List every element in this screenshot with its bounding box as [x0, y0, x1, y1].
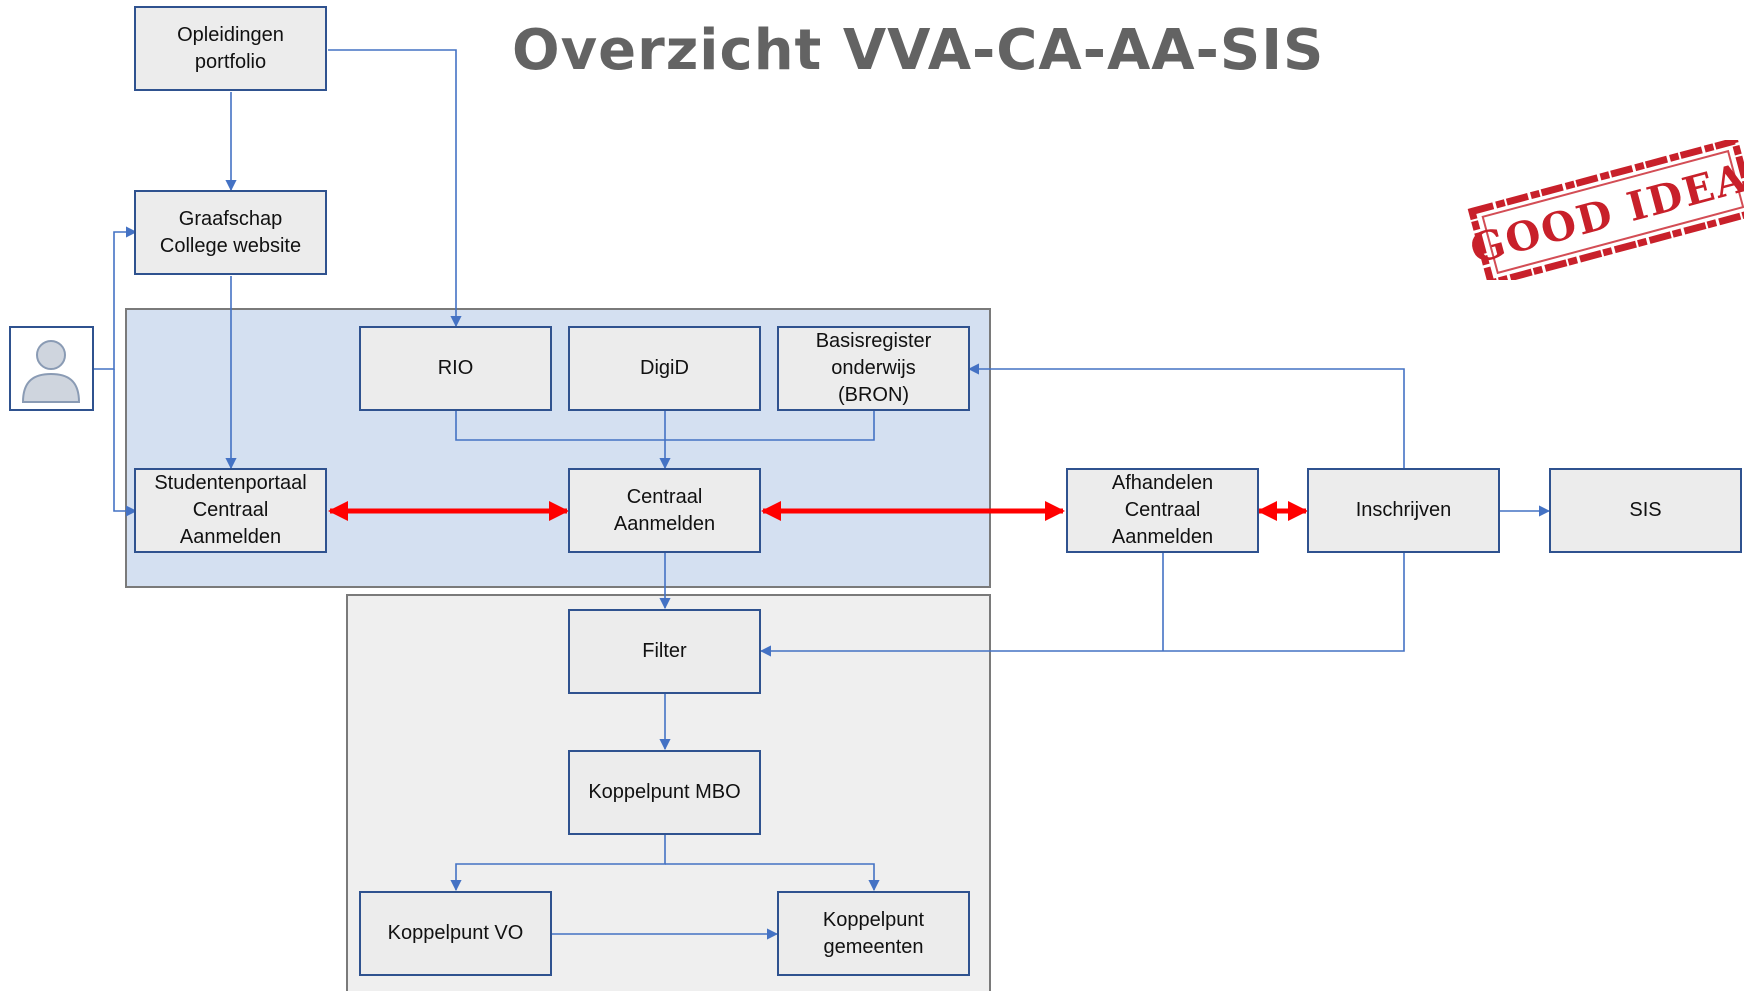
line-mbo-split	[450, 835, 666, 892]
arrow-mbo-to-gemeenten	[665, 863, 880, 892]
arrow-user-to-studentenportaal	[113, 369, 138, 517]
diagram-title: Overzicht VVA-CA-AA-SIS	[512, 18, 1325, 83]
node-studentenportaal[interactable]: Studentenportaal Centraal Aanmelden	[134, 468, 327, 553]
node-filter[interactable]: Filter	[568, 609, 761, 694]
arrow-user-to-website	[94, 226, 138, 370]
node-koppelpunt-mbo[interactable]: Koppelpunt MBO	[568, 750, 761, 835]
arrow-inschrijven-to-filter	[759, 553, 1405, 657]
node-inschrijven[interactable]: Inschrijven	[1307, 468, 1500, 553]
node-opleidingen-portfolio[interactable]: Opleidingen portfolio	[134, 6, 327, 91]
good-idea-stamp: GOOD IDEA	[1458, 136, 1744, 288]
user-actor	[9, 326, 94, 411]
node-bron[interactable]: Basisregister onderwijs (BRON)	[777, 326, 970, 411]
node-rio[interactable]: RIO	[359, 326, 552, 411]
node-sis[interactable]: SIS	[1549, 468, 1742, 553]
arrow-opleidingen-to-rio	[328, 49, 462, 328]
arrow-inschrijven-to-bron	[967, 363, 1405, 468]
node-centraal-aanmelden[interactable]: Centraal Aanmelden	[568, 468, 761, 553]
user-icon	[21, 340, 81, 403]
node-koppelpunt-vo[interactable]: Koppelpunt VO	[359, 891, 552, 976]
node-koppelpunt-gemeenten[interactable]: Koppelpunt gemeenten	[777, 891, 970, 976]
node-graafschap-college-website[interactable]: Graafschap College website	[134, 190, 327, 275]
node-digid[interactable]: DigiD	[568, 326, 761, 411]
node-afhandelen-centraal-aanmelden[interactable]: Afhandelen Centraal Aanmelden	[1066, 468, 1259, 553]
